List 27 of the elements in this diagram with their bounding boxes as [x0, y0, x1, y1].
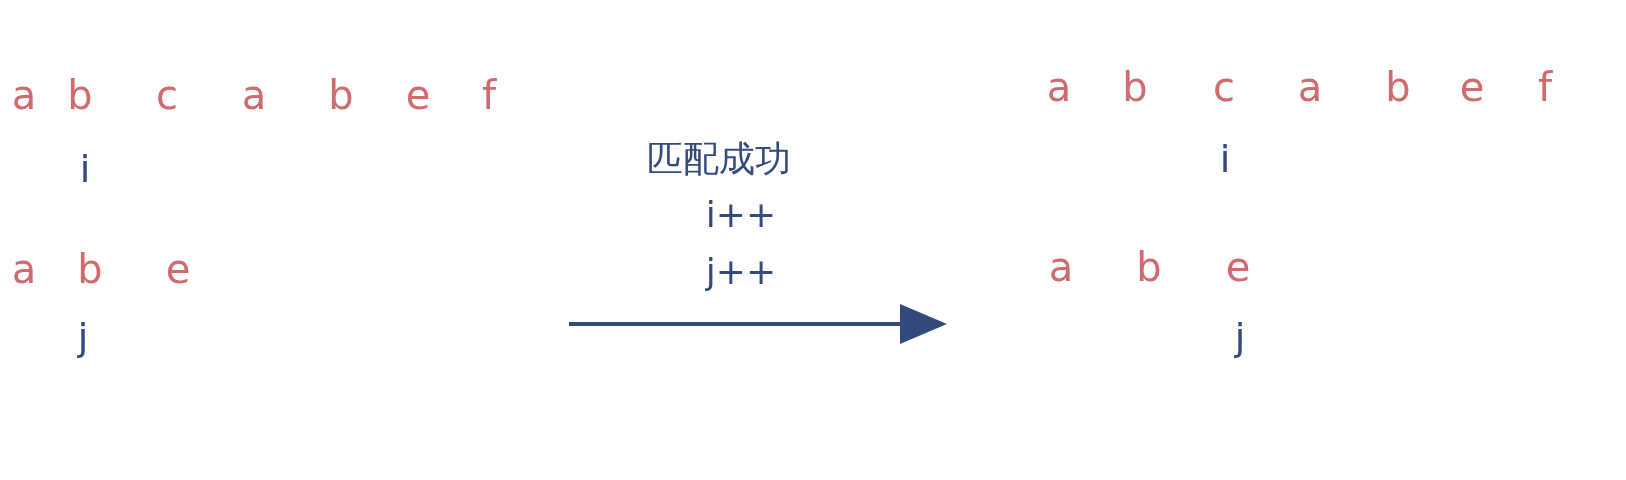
letter: a	[11, 249, 37, 289]
letter: a	[1048, 247, 1074, 287]
letter: c	[156, 75, 178, 115]
step-label: j++	[705, 254, 777, 290]
letter: b	[67, 75, 93, 115]
pointer-label: i	[1219, 140, 1231, 178]
letter: e	[1459, 67, 1485, 107]
letter: e	[165, 249, 191, 289]
letter: e	[405, 75, 431, 115]
pointer-label: j	[77, 318, 89, 356]
pointer-label: i	[79, 150, 91, 188]
letter: f	[481, 75, 497, 115]
letter: b	[1122, 67, 1148, 107]
letter: b	[77, 249, 103, 289]
letter: a	[11, 75, 37, 115]
letter: a	[1297, 67, 1323, 107]
letter: c	[1213, 67, 1235, 107]
step-label: i++	[705, 197, 777, 233]
letter: e	[1225, 247, 1251, 287]
letter: b	[1136, 247, 1162, 287]
letter: b	[328, 75, 354, 115]
letter: f	[1537, 67, 1553, 107]
letter: b	[1385, 67, 1411, 107]
letter: a	[1046, 67, 1072, 107]
letter: a	[241, 75, 267, 115]
pointer-label: j	[1234, 318, 1246, 356]
arrow-caption: 匹配成功	[647, 141, 791, 177]
